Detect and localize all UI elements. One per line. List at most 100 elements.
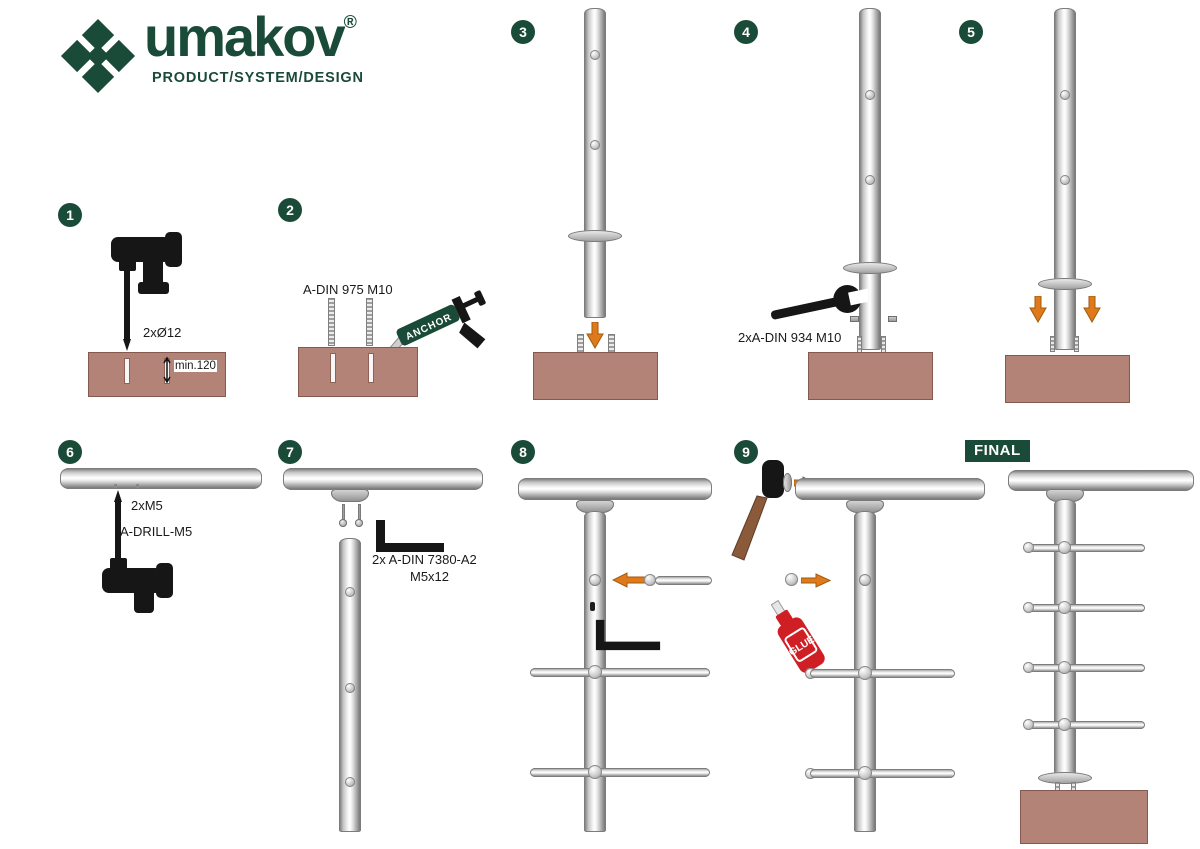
post-screw-dot xyxy=(345,683,355,693)
saddle-bracket xyxy=(846,500,884,513)
threaded-rod xyxy=(366,298,373,346)
step-1-badge: 1 xyxy=(58,203,82,227)
rail-hole-mark xyxy=(114,484,117,488)
step-5-badge: 5 xyxy=(959,20,983,44)
press-arrow-icon xyxy=(1083,296,1101,323)
crossbar-end-ball xyxy=(1023,602,1034,613)
saddle-bracket xyxy=(576,500,614,513)
concrete-base xyxy=(298,347,418,397)
handrail-tube xyxy=(60,468,262,489)
post-screw-dot xyxy=(865,90,875,100)
concrete-base xyxy=(533,352,658,400)
post xyxy=(1054,499,1076,778)
depth-arrow-icon xyxy=(163,356,171,384)
rail-hole-mark xyxy=(136,484,139,488)
final-tag: FINAL xyxy=(965,440,1030,462)
post-screw-dot xyxy=(345,587,355,597)
hammer-icon xyxy=(731,460,784,561)
hex-nut xyxy=(850,316,859,322)
post-screw-dot xyxy=(1060,90,1070,100)
step-3-badge: 3 xyxy=(511,20,535,44)
hammer-drill-icon xyxy=(111,232,182,351)
anchor-stud xyxy=(1071,782,1076,794)
allen-key-icon xyxy=(595,619,661,651)
step-2-panel: 2 A-DIN 975 M10 ANCHOR xyxy=(270,190,500,405)
allen-key-icon xyxy=(376,520,444,552)
wrench-icon xyxy=(770,284,868,320)
crossbar-ball xyxy=(588,665,602,679)
crossbar-ball xyxy=(858,666,872,680)
base-flange xyxy=(568,230,622,242)
crossbar-ball xyxy=(1058,541,1071,554)
anchor-hole xyxy=(368,353,374,383)
base-flange xyxy=(843,262,897,274)
anchor-stud xyxy=(1050,336,1055,352)
step-1-panel: 1 2xØ12 min.120 xyxy=(50,195,265,405)
step-9-badge: 9 xyxy=(734,440,758,464)
crossbar-holder-dot xyxy=(859,574,871,586)
crossbar-holder-dot xyxy=(589,574,601,586)
crossbar-tube xyxy=(1028,664,1145,672)
brand-name: umakov® xyxy=(144,4,357,69)
threaded-rod xyxy=(328,298,335,346)
crossbar-ball xyxy=(1058,661,1071,674)
crossbar-tube xyxy=(530,668,710,677)
saddle-bracket xyxy=(331,489,369,502)
step-8-panel: 8 xyxy=(500,432,725,844)
hex-nut xyxy=(888,316,897,322)
final-panel: FINAL xyxy=(955,432,1200,849)
anchor-stud xyxy=(1074,336,1079,352)
cover-flange xyxy=(1038,278,1092,290)
crossbar-tube xyxy=(1028,544,1145,552)
post-screw-dot xyxy=(590,140,600,150)
step-3-panel: 3 xyxy=(500,0,700,410)
anchor-stud xyxy=(881,336,886,354)
base-flange xyxy=(1038,772,1092,784)
crossbar-tube xyxy=(810,769,955,778)
crossbar-ball xyxy=(1058,718,1071,731)
crossbar-tube xyxy=(810,669,955,678)
handrail-tube xyxy=(283,468,483,490)
umakov-logo-icon xyxy=(60,18,136,94)
anchor-hole xyxy=(330,353,336,383)
step-4-panel: 4 2xA-DIN 934 M10 xyxy=(725,0,940,410)
crossbar-ball xyxy=(644,574,656,586)
step-2-badge: 2 xyxy=(278,198,302,222)
brand-name-text: umakov xyxy=(144,5,346,68)
crossbar-end-ball xyxy=(1023,719,1034,730)
anchor-stud xyxy=(577,334,584,356)
press-arrow-icon xyxy=(1029,296,1047,323)
post-screw-dot xyxy=(865,175,875,185)
saddle-bracket xyxy=(1046,489,1084,502)
post-screw-dot xyxy=(1060,175,1070,185)
crossbar-tube xyxy=(1028,721,1145,729)
insert-arrow-icon xyxy=(586,322,604,349)
insert-arrow-icon xyxy=(801,573,831,588)
crossbar-end-ball xyxy=(1023,662,1034,673)
registered-mark: ® xyxy=(343,12,357,32)
screw-spec-label-line2: M5x12 xyxy=(410,569,450,584)
step-6-badge: 6 xyxy=(58,440,82,464)
step-7-badge: 7 xyxy=(278,440,302,464)
screw-spec-label-line1: 2x A-DIN 7380-A2 xyxy=(372,552,477,567)
anchor-stud xyxy=(1055,782,1060,794)
screw-size-label: 2xM5 xyxy=(131,498,163,513)
anchor-stud xyxy=(857,336,862,354)
crossbar-ball xyxy=(1058,601,1071,614)
crossbar-ball xyxy=(785,573,798,586)
end-cap xyxy=(783,473,792,492)
min-depth-label: min.120 xyxy=(174,360,217,372)
saddle-screw-head xyxy=(355,519,363,527)
set-screw-hole xyxy=(590,602,595,611)
brand-tagline: PRODUCT/SYSTEM/DESIGN xyxy=(152,70,364,86)
step-8-badge: 8 xyxy=(511,440,535,464)
post-screw-dot xyxy=(590,50,600,60)
glue-bottle-icon: GLUE xyxy=(770,599,825,673)
crossbar-ball xyxy=(588,765,602,779)
concrete-base xyxy=(808,352,933,400)
crossbar-tube xyxy=(655,576,712,585)
post-screw-dot xyxy=(345,777,355,787)
crossbar-ball xyxy=(858,766,872,780)
hole-size-label: 2xØ12 xyxy=(143,325,182,340)
